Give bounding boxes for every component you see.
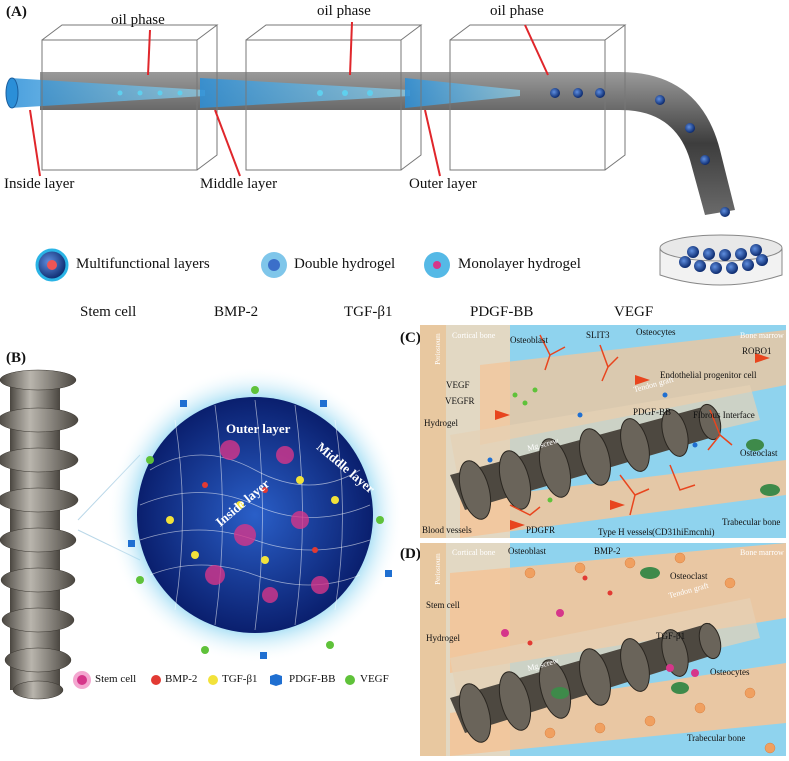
bone-tunnel-diagram-d xyxy=(420,543,786,756)
legend-icons-row1 xyxy=(35,248,450,282)
c-hydrogel: Hydrogel xyxy=(424,418,458,428)
osteocyte-cells-d xyxy=(524,552,776,754)
c-cd31-emcn: (CD31hiEmcnhi) xyxy=(652,527,715,537)
oil-phase-chambers xyxy=(41,24,627,171)
type-h-vessels xyxy=(509,334,733,516)
panel-a-label: (A) xyxy=(6,4,27,20)
sphere-outer-layer-label: Outer layer xyxy=(226,421,291,436)
c-osteocytes: Osteocytes xyxy=(636,327,676,337)
pdgf-dots-c xyxy=(487,392,698,463)
legend-b-tgfb1: TGF-β1 xyxy=(222,673,258,685)
leader-lines xyxy=(29,21,549,177)
panel-c-label: (C) xyxy=(400,330,421,346)
trabecular-bone-d xyxy=(450,663,786,756)
c-fibrous-interface: Fibrous Interface xyxy=(693,410,755,420)
c-osteoclast: Osteoclast xyxy=(740,448,778,458)
c-slit3: SLIT3 xyxy=(586,330,610,340)
output-tube xyxy=(40,72,735,215)
d-periosteum: Periosteum xyxy=(433,553,442,585)
c-pdgfbb: PDGF-BB xyxy=(633,407,672,417)
d-osteoclast: Osteoclast xyxy=(670,571,708,581)
legend-b-icons xyxy=(73,671,355,689)
oil-phase-label-1: oil phase xyxy=(111,12,165,28)
inner-capillary-3 xyxy=(405,78,520,108)
vessel-cells xyxy=(495,353,770,530)
legend-tgfb1: TGF-β1 xyxy=(344,304,393,320)
inner-capillary-2 xyxy=(200,78,410,108)
microfluidic-device-diagram xyxy=(5,21,783,286)
inner-capillary-1 xyxy=(10,78,205,108)
middle-layer-label: Middle layer xyxy=(200,176,278,192)
d-stem-cell: Stem cell xyxy=(426,600,460,610)
outer-layer-label: Outer layer xyxy=(409,176,477,192)
vegf-dots-c xyxy=(512,387,553,503)
c-cortical-bone: Cortical bone xyxy=(452,331,496,340)
panel-b-label: (B) xyxy=(6,350,26,366)
bmp2-dots-d xyxy=(527,575,613,646)
screw-and-hydrogel-sphere xyxy=(0,367,403,700)
osteoclast-cells-d xyxy=(551,567,689,699)
c-vegf: VEGF xyxy=(446,380,470,390)
mg-screw-d xyxy=(450,622,722,743)
sphere-factors xyxy=(128,386,392,659)
d-bone-marrow: Bone marrow xyxy=(740,548,784,557)
c-type-h-vessels: Type H vessels xyxy=(598,527,653,537)
bone-tunnel-diagram-c xyxy=(420,325,786,538)
legend-b-pdgfbb: PDGF-BB xyxy=(289,673,336,685)
petri-dish xyxy=(659,234,783,286)
periosteum-band xyxy=(420,325,446,538)
screw-image xyxy=(0,369,79,700)
legend-b-vegf: VEGF xyxy=(360,673,389,685)
d-cortical-bone: Cortical bone xyxy=(452,548,496,557)
d-tgfb1: TGF-β1 xyxy=(656,631,686,641)
d-bmp2: BMP-2 xyxy=(594,546,621,556)
stem-cells-d xyxy=(501,609,699,677)
d-hydrogel: Hydrogel xyxy=(426,633,460,643)
oil-phase-label-3: oil phase xyxy=(490,3,544,19)
legend-stem-cell: Stem cell xyxy=(80,304,137,320)
capillary-opening xyxy=(5,77,19,109)
hydrogel-mesh xyxy=(139,399,371,631)
hydrogel-sphere xyxy=(137,397,373,633)
c-blood-vessels: Blood vessels xyxy=(422,525,472,535)
legend-multifunctional: Multifunctional layers xyxy=(76,256,210,272)
c-endothelial-progenitor: Endothelial progenitor cell xyxy=(660,370,757,380)
osteoclast-cells-c xyxy=(746,439,780,496)
legend-b-stem-cell: Stem cell xyxy=(95,673,137,685)
c-bone-marrow: Bone marrow xyxy=(740,331,784,340)
c-periosteum: Periosteum xyxy=(433,333,442,365)
panel-d-label: (D) xyxy=(400,546,421,562)
legend-vegf: VEGF xyxy=(614,304,654,320)
legend-double-hydrogel: Double hydrogel xyxy=(294,256,396,272)
mg-screw-c xyxy=(450,403,722,520)
oil-phase-label-2: oil phase xyxy=(317,3,371,19)
droplets xyxy=(550,88,730,217)
small-droplets xyxy=(117,90,373,96)
legend-b-bmp2: BMP-2 xyxy=(165,673,198,685)
periosteum-band-d xyxy=(420,543,446,756)
sphere-cells xyxy=(205,440,329,603)
trabecular-bone xyxy=(460,460,786,538)
legend-pdgfbb: PDGF-BB xyxy=(470,304,534,320)
c-pdgfr: PDGFR xyxy=(526,525,556,535)
bone-tissue-upper xyxy=(480,330,786,445)
c-osteoblast: Osteoblast xyxy=(510,335,548,345)
inside-layer-label: Inside layer xyxy=(4,176,75,192)
c-trabecular-bone: Trabecular bone xyxy=(722,517,781,527)
d-trabecular-bone: Trabecular bone xyxy=(687,733,746,743)
c-vegfr: VEGFR xyxy=(445,396,475,406)
d-osteoblast: Osteoblast xyxy=(508,546,546,556)
legend-bmp2: BMP-2 xyxy=(214,304,259,320)
legend-monolayer-hydrogel: Monolayer hydrogel xyxy=(458,256,581,272)
d-osteocytes: Osteocytes xyxy=(710,667,750,677)
c-robo1: ROBO1 xyxy=(742,346,772,356)
